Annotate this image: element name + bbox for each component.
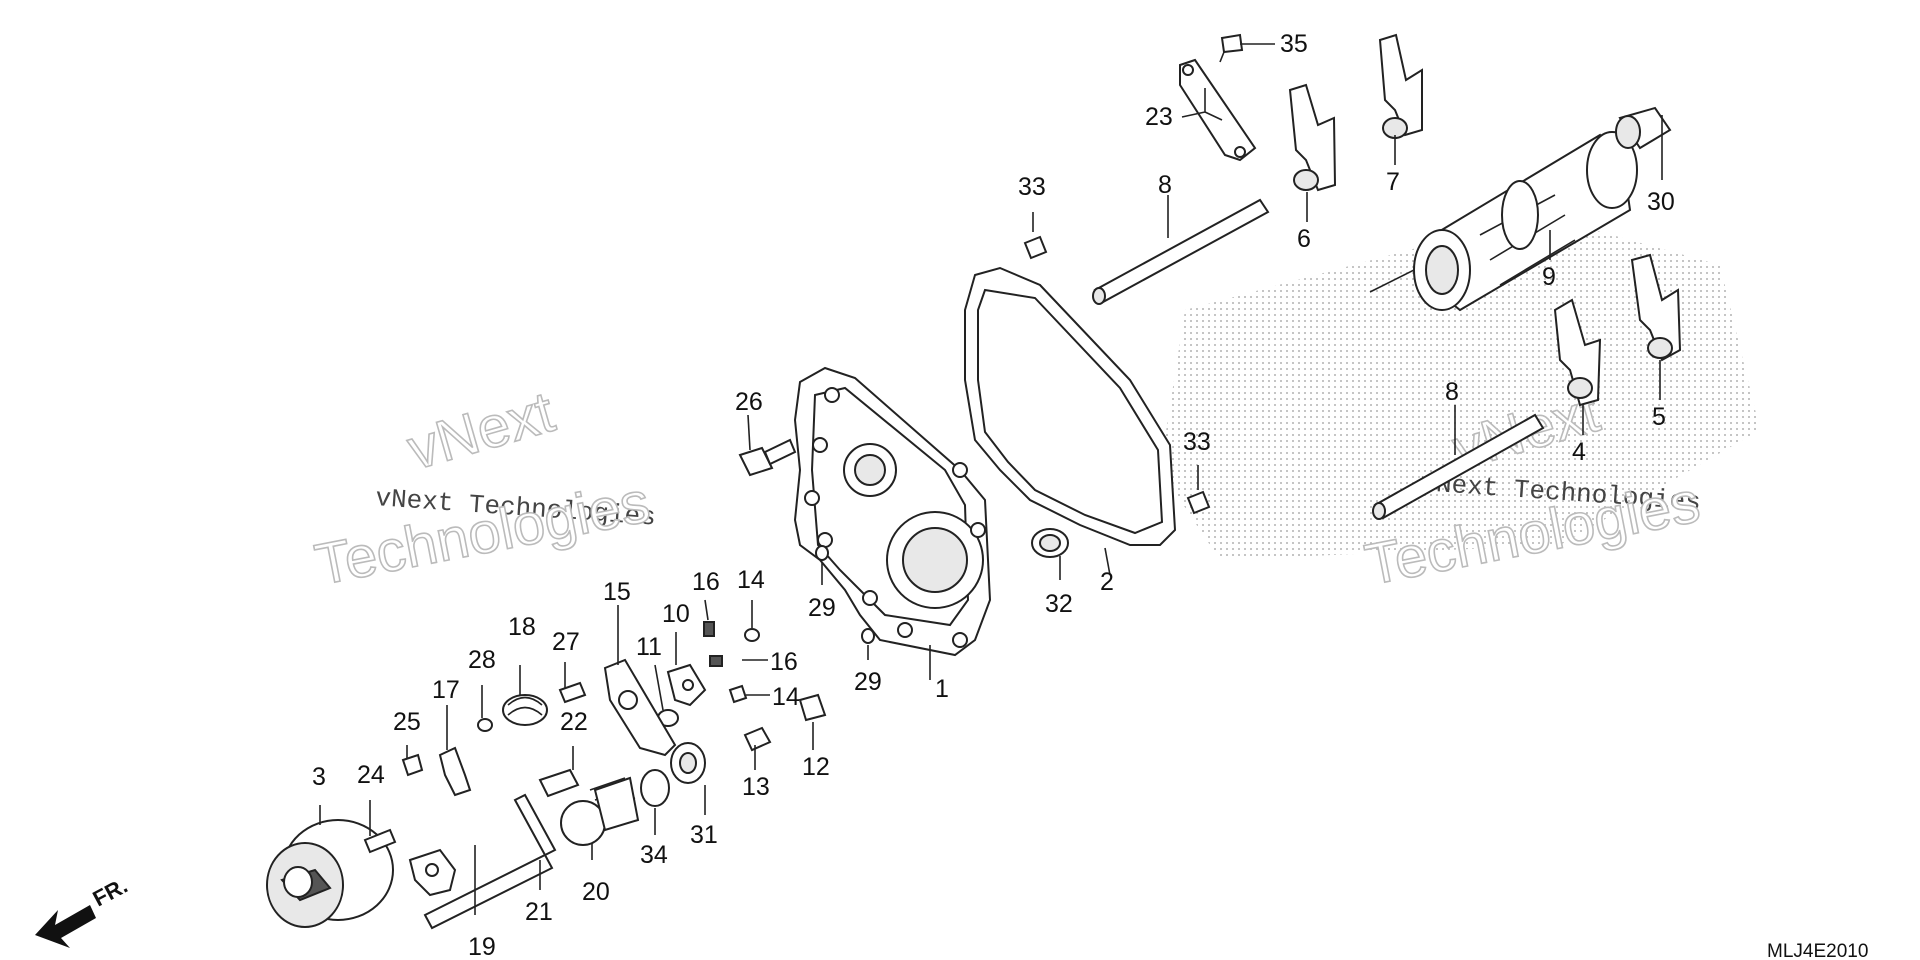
callout-30: 30	[1647, 188, 1675, 216]
cover-gasket	[964, 266, 1177, 546]
callout-labels: 1 2 3 4 5 6 7 8 8 9 10 11 12 13 14 14 15…	[312, 30, 1675, 960]
dowel-pin-upper	[1023, 235, 1048, 260]
callout-15: 15	[603, 578, 631, 606]
shift-fork-4	[1553, 298, 1602, 407]
drum-bearing-30	[1615, 106, 1672, 150]
callout-24: 24	[357, 761, 385, 789]
stopper-arm-10	[666, 663, 707, 707]
callout-32: 32	[1045, 590, 1073, 618]
callout-19: 19	[468, 933, 496, 960]
callout-16-lower: 16	[770, 648, 798, 676]
shift-fork-7	[1378, 33, 1423, 139]
callout-35: 35	[1280, 30, 1308, 58]
callout-3: 3	[312, 763, 326, 791]
dotted-shadow-region	[1160, 215, 1760, 560]
callout-18: 18	[508, 613, 536, 641]
spring-16-lower	[709, 655, 723, 667]
dowel-pin-lower	[1186, 490, 1211, 515]
spring-21	[513, 793, 557, 857]
bearing-32	[1031, 528, 1069, 558]
callout-8-upper: 8	[1158, 171, 1172, 199]
callout-14-lower: 14	[772, 683, 800, 711]
callout-17: 17	[432, 676, 460, 704]
arm-17	[438, 746, 472, 797]
callout-5: 5	[1652, 403, 1666, 431]
washer-28	[477, 718, 493, 732]
stopper-bolt-35	[1219, 33, 1244, 63]
shift-fork-5	[1630, 253, 1682, 362]
callout-25: 25	[393, 708, 421, 736]
gear-collar-20	[560, 776, 640, 846]
shift-drum	[1369, 131, 1638, 312]
guide-12	[798, 693, 827, 722]
callout-7: 7	[1386, 168, 1400, 196]
callout-12: 12	[802, 753, 830, 781]
callout-20: 20	[582, 878, 610, 906]
plate-15	[603, 658, 677, 757]
dowel-29-lower	[861, 628, 875, 644]
end-cover	[266, 819, 394, 928]
callout-4: 4	[1572, 438, 1586, 466]
crankcase-cover	[793, 366, 992, 657]
callout-16-upper: 16	[692, 568, 720, 596]
watermark-left: vNext vNext Technologies Technologies	[309, 378, 656, 598]
callout-14-upper: 14	[737, 566, 765, 594]
dowel-29-upper	[815, 545, 829, 561]
callout-13: 13	[742, 773, 770, 801]
bolt-26	[738, 438, 797, 477]
fork-shaft-upper	[1092, 198, 1270, 305]
callout-8-lower: 8	[1445, 378, 1459, 406]
callout-27: 27	[552, 628, 580, 656]
callout-29-lower: 29	[854, 668, 882, 696]
callout-28: 28	[468, 646, 496, 674]
bolt-27	[558, 681, 587, 704]
fork-shaft-lower	[1372, 413, 1545, 520]
washer-14-upper	[744, 628, 760, 642]
stopper-plate	[1179, 58, 1257, 162]
callout-33-lower: 33	[1183, 428, 1211, 456]
callout-9: 9	[1542, 263, 1556, 291]
bolt-24	[363, 828, 397, 854]
callout-10: 10	[662, 600, 690, 628]
callout-1: 1	[935, 675, 949, 703]
front-direction-arrow: FR.	[35, 873, 132, 948]
callout-26: 26	[735, 388, 763, 416]
callout-29-upper: 29	[808, 594, 836, 622]
washer-14-lower	[728, 684, 748, 704]
callout-22: 22	[560, 708, 588, 736]
shift-fork-6	[1288, 83, 1337, 192]
spring-16-upper	[703, 621, 715, 637]
callout-31: 31	[690, 821, 718, 849]
return-spring-18	[502, 694, 548, 726]
callout-11: 11	[636, 633, 662, 661]
bolt-22	[538, 768, 580, 798]
bolt-25	[401, 753, 424, 777]
pin-13	[743, 726, 772, 752]
direction-label: FR.	[89, 873, 132, 912]
callout-34: 34	[640, 841, 668, 869]
callout-6: 6	[1297, 225, 1311, 253]
callout-23: 23	[1145, 103, 1173, 131]
callout-21: 21	[525, 898, 553, 926]
callout-2: 2	[1100, 568, 1114, 596]
bearing-31	[670, 742, 706, 784]
callout-33-upper: 33	[1018, 173, 1046, 201]
gearshift-spindle	[408, 848, 554, 930]
leader-lines	[319, 43, 1663, 915]
diagram-code: MLJ4E2010	[1767, 941, 1868, 960]
watermark-top-text: vNext	[401, 379, 561, 482]
circlip-34	[640, 769, 670, 807]
